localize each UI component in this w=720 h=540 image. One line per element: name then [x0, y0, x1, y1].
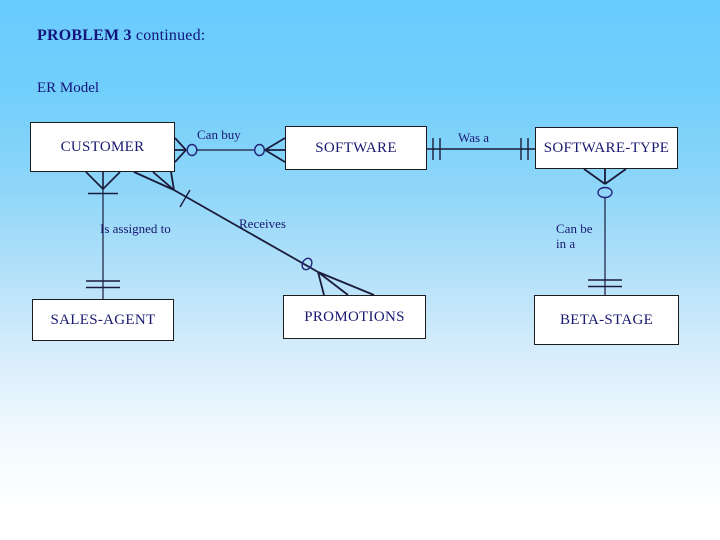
- entity-software: SOFTWARE: [285, 126, 427, 170]
- crow-foot-software-type-bottom: [583, 168, 627, 185]
- entity-beta-stage-label: BETA-STAGE: [559, 311, 654, 328]
- double-bar-beta-stage-top: [588, 279, 622, 288]
- zero-oval-can-buy-left: [186, 143, 198, 157]
- receives-connector: [133, 171, 375, 296]
- zero-oval-receives: [301, 257, 313, 271]
- entity-customer-label: CUSTOMER: [60, 138, 145, 155]
- is-assigned-to-connector: [85, 171, 121, 299]
- entity-software-type: SOFTWARE-TYPE: [535, 127, 678, 169]
- relationship-label-can-be: Can be: [556, 221, 593, 236]
- crow-foot-customer-bottom-right: [133, 171, 175, 191]
- zero-oval-can-be-in-a: [597, 186, 613, 199]
- relationship-label-receives: Receives: [239, 216, 286, 231]
- single-bar-receives: [179, 189, 191, 208]
- relationship-label-can-be-in-a: Can be in a: [556, 221, 592, 251]
- relationship-label-is-assigned-to: Is assigned to: [100, 221, 171, 236]
- entity-sales-agent: SALES-AGENT: [32, 299, 174, 341]
- slide-title-continued: continued:: [131, 27, 206, 44]
- double-bar-software-type-left: [520, 138, 529, 160]
- entity-beta-stage: BETA-STAGE: [534, 295, 679, 345]
- relationship-label-can-buy: Can buy: [197, 127, 241, 142]
- crow-foot-promotions-top: [317, 271, 375, 296]
- double-bar-software-right: [432, 138, 441, 160]
- crow-foot-customer-bottom: [85, 171, 121, 190]
- crow-foot-software-left: [264, 137, 286, 163]
- zero-oval-can-buy-right: [253, 143, 265, 157]
- double-bar-sales-agent-top: [86, 280, 120, 289]
- slide-title-problem: PROBLEM 3: [37, 27, 132, 44]
- can-buy-connector: [174, 137, 286, 163]
- entity-software-type-label: SOFTWARE-TYPE: [543, 139, 670, 156]
- slide-subtitle: ER Model: [37, 80, 100, 96]
- entity-customer: CUSTOMER: [30, 122, 175, 172]
- receives-line: [173, 189, 319, 273]
- entity-sales-agent-label: SALES-AGENT: [50, 311, 156, 328]
- entity-promotions-label: PROMOTIONS: [304, 308, 405, 325]
- entity-promotions: PROMOTIONS: [283, 295, 426, 339]
- relationship-label-in-a: in a: [556, 236, 576, 251]
- can-be-in-a-connector: [583, 168, 627, 295]
- crow-foot-customer-right: [174, 137, 187, 163]
- relationship-label-was-a: Was a: [458, 130, 490, 145]
- entity-software-label: SOFTWARE: [315, 139, 397, 156]
- slide-title: PROBLEM 3 continued:: [37, 27, 205, 45]
- was-a-connector: [427, 138, 535, 160]
